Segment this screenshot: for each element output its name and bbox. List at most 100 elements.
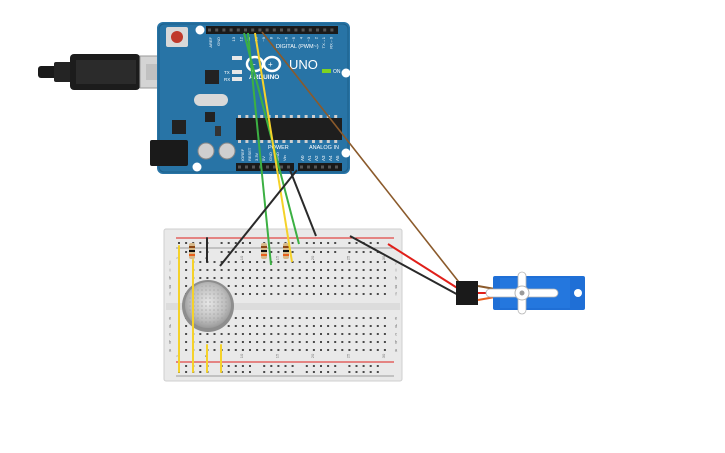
column-label: 25 bbox=[345, 255, 350, 260]
row-label: i bbox=[170, 268, 171, 273]
row-label: e bbox=[395, 316, 398, 321]
red-wire[interactable] bbox=[387, 243, 463, 292]
column-label: 10 bbox=[239, 255, 244, 260]
digital-pwm-label: DIGITAL (PWM~) bbox=[276, 44, 319, 50]
analog-header bbox=[298, 163, 342, 171]
atmega-chip bbox=[236, 118, 342, 140]
row-label: h bbox=[395, 276, 398, 281]
black-wire[interactable] bbox=[219, 169, 298, 267]
tx-label: TX bbox=[224, 70, 230, 75]
digital-pin-label: 13 bbox=[231, 36, 236, 41]
digital-pin-label: 12 bbox=[239, 36, 244, 41]
crystal-oscillator bbox=[194, 94, 228, 106]
row-label: h bbox=[169, 276, 172, 281]
power-pin-label: RESET bbox=[247, 147, 252, 161]
aref-pin-label: AREF bbox=[208, 36, 213, 47]
row-label: a bbox=[395, 348, 398, 353]
digital-header bbox=[206, 26, 338, 34]
column-label: 20 bbox=[310, 255, 315, 260]
digital-pin-label: ~6 bbox=[284, 36, 289, 41]
reset-button[interactable] bbox=[166, 27, 188, 47]
column-label: 1 bbox=[175, 256, 180, 259]
row-label: g bbox=[395, 284, 398, 289]
row-label: d bbox=[395, 324, 398, 329]
wires bbox=[178, 31, 463, 373]
analog-in-label: ANALOG IN bbox=[309, 145, 339, 151]
gas-sensor[interactable] bbox=[182, 280, 234, 332]
row-label: b bbox=[395, 340, 398, 345]
analog-pin-label: A3 bbox=[321, 155, 326, 161]
row-label: j bbox=[395, 260, 397, 265]
analog-pin-label: A0 bbox=[300, 155, 305, 161]
digital-pin-label: 2 bbox=[314, 36, 319, 39]
digital-pin-label: ~9 bbox=[261, 36, 266, 41]
analog-pin-label: A5 bbox=[335, 155, 340, 161]
arduino-logo-text: ARDUINO bbox=[249, 74, 279, 81]
analog-pin-label: A1 bbox=[307, 155, 312, 161]
power-pin-label: Vin bbox=[282, 155, 287, 161]
row-label: c bbox=[169, 332, 172, 337]
power-pin-label: 3.3V bbox=[254, 152, 259, 161]
brown-wire[interactable] bbox=[261, 31, 463, 287]
black-wire[interactable] bbox=[349, 235, 463, 298]
digital-pin-label: 8 bbox=[269, 36, 274, 39]
digital-pin-label: ~5 bbox=[291, 36, 296, 41]
row-label: i bbox=[396, 268, 397, 273]
servo-motor[interactable] bbox=[456, 271, 585, 315]
column-label: 5 bbox=[203, 354, 208, 357]
column-label: 15 bbox=[274, 255, 279, 260]
resistor[interactable] bbox=[283, 243, 289, 259]
column-label: 25 bbox=[345, 353, 350, 358]
column-label: 1 bbox=[175, 354, 180, 357]
digital-pin-label: 7 bbox=[276, 36, 281, 39]
column-label: 30 bbox=[381, 353, 386, 358]
row-label: a bbox=[169, 348, 172, 353]
svg-text:+: + bbox=[268, 60, 273, 69]
column-label: 15 bbox=[274, 353, 279, 358]
power-jack bbox=[150, 140, 188, 166]
capacitor bbox=[197, 142, 215, 160]
row-label: e bbox=[169, 316, 172, 321]
column-label: 20 bbox=[310, 353, 315, 358]
digital-pin-label: 4 bbox=[299, 36, 304, 39]
capacitor bbox=[218, 142, 236, 160]
column-label: 30 bbox=[381, 255, 386, 260]
column-label: 10 bbox=[239, 353, 244, 358]
servo-horn bbox=[485, 271, 559, 315]
analog-pin-label: A4 bbox=[328, 155, 333, 161]
resistor[interactable] bbox=[261, 243, 267, 259]
power-pin-label: IOREF bbox=[240, 148, 245, 161]
board-model: UNO bbox=[289, 57, 318, 72]
row-label: j bbox=[169, 260, 171, 265]
arduino-uno-board[interactable]: − + ARDUINO UNO DIGITAL (PWM~) POWER ANA… bbox=[150, 22, 351, 174]
digital-pin-label: ~3 bbox=[306, 36, 311, 41]
digital-pin-label: TX→1 bbox=[321, 36, 326, 48]
svg-text:−: − bbox=[251, 60, 256, 69]
row-label: f bbox=[169, 292, 171, 297]
green-wire[interactable] bbox=[247, 32, 272, 266]
power-pin-label: GND bbox=[268, 152, 273, 161]
power-pin-label: GND bbox=[275, 152, 280, 161]
power-pin-label: 5V bbox=[261, 156, 266, 161]
row-label: c bbox=[395, 332, 398, 337]
row-label: g bbox=[169, 284, 172, 289]
servo-connector bbox=[456, 281, 478, 305]
resistor[interactable] bbox=[189, 243, 195, 259]
black-wire[interactable] bbox=[289, 169, 317, 237]
row-label: f bbox=[395, 292, 397, 297]
yellow-wire[interactable] bbox=[254, 32, 293, 263]
row-label: b bbox=[169, 340, 172, 345]
on-led-label: ON bbox=[333, 69, 341, 75]
arduino-logo-icon: − + bbox=[245, 55, 282, 73]
analog-pin-label: A2 bbox=[314, 155, 319, 161]
header-holes bbox=[208, 28, 338, 169]
row-label: d bbox=[169, 324, 172, 329]
power-label: POWER bbox=[268, 145, 289, 151]
gnd-pin-label: GND bbox=[216, 37, 221, 46]
